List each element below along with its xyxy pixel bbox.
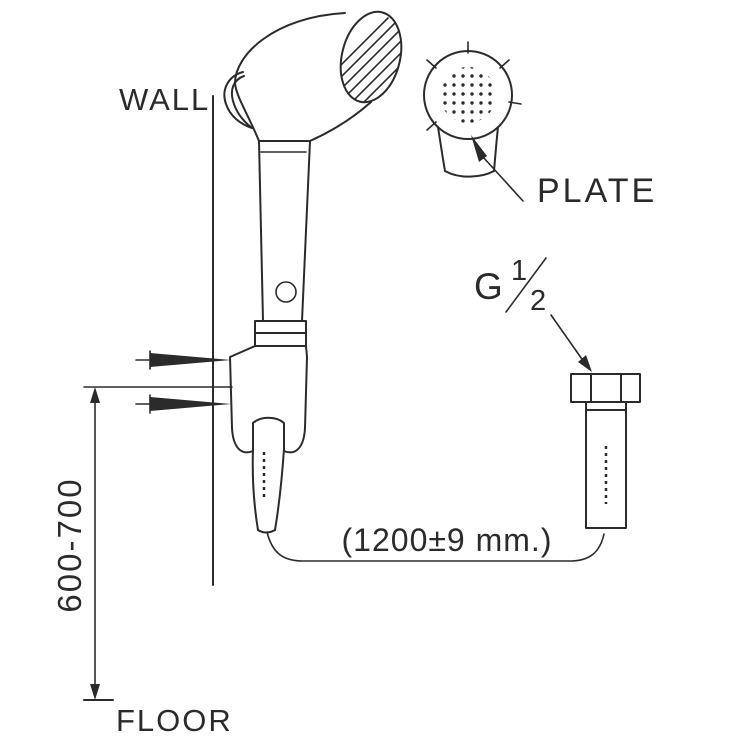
mounting-screws: [135, 350, 231, 414]
fitting-hex-nut: [570, 373, 641, 403]
thread-prefix: G: [474, 266, 503, 307]
mount-height-dimension: 600-700: [51, 386, 233, 700]
wall-reference: WALL: [119, 82, 214, 586]
trigger-lever: [223, 71, 253, 129]
thread-denominator: 2: [530, 285, 546, 317]
hose-right-edge: [274, 448, 285, 531]
thread-callout: G 1 2: [474, 255, 592, 372]
hose-length-value: (1200±9 mm.): [342, 522, 553, 558]
screw-bottom-tail: [135, 394, 151, 414]
plate-profile-left: [437, 126, 446, 172]
hose-length-bracket: [266, 531, 605, 562]
plate-profile-right: [493, 126, 499, 172]
plate-nozzle-dots: [440, 67, 496, 123]
hose-end: [257, 529, 276, 534]
thread-numerator: 1: [511, 255, 527, 287]
spray-plate-detail: PLATE: [423, 41, 657, 210]
sprayer-head-front: [309, 101, 372, 142]
plate-leader-line: [482, 156, 524, 202]
hose-length-dimension: (1200±9 mm.): [266, 522, 605, 562]
hose-fitting-detail: [570, 373, 641, 529]
sprayer-head-back: [234, 12, 346, 142]
spray-face: [339, 10, 403, 104]
wall-bracket: [229, 345, 308, 454]
handle-left-edge: [258, 140, 264, 322]
screw-top: [150, 353, 231, 367]
arrow-up-icon: [90, 387, 100, 403]
arrow-down-icon: [90, 684, 100, 700]
screw-top-tail: [135, 350, 151, 370]
plate-tick-marks: [426, 41, 522, 131]
handle-detail-circle: [275, 281, 297, 303]
plate-leader-arrow-icon: [471, 135, 487, 162]
wall-label: WALL: [119, 82, 210, 117]
hand-sprayer: [223, 10, 411, 534]
fraction-slash: [505, 257, 547, 313]
plate-label: PLATE: [537, 172, 657, 210]
plate-profile-bottom: [444, 170, 495, 178]
handle-nut-band: [254, 320, 307, 347]
fitting-hex-facets: [590, 373, 622, 403]
screw-bottom: [150, 397, 231, 411]
fitting-cylinder: [585, 401, 627, 529]
thread-leader-arrow-icon: [578, 355, 592, 372]
floor-reference: FLOOR: [83, 699, 233, 738]
floor-label: FLOOR: [116, 703, 233, 738]
hose-left-edge: [251, 448, 259, 531]
handle-right-edge: [301, 140, 311, 322]
mount-height-value: 600-700: [51, 477, 88, 612]
thread-leader-line: [550, 314, 585, 363]
